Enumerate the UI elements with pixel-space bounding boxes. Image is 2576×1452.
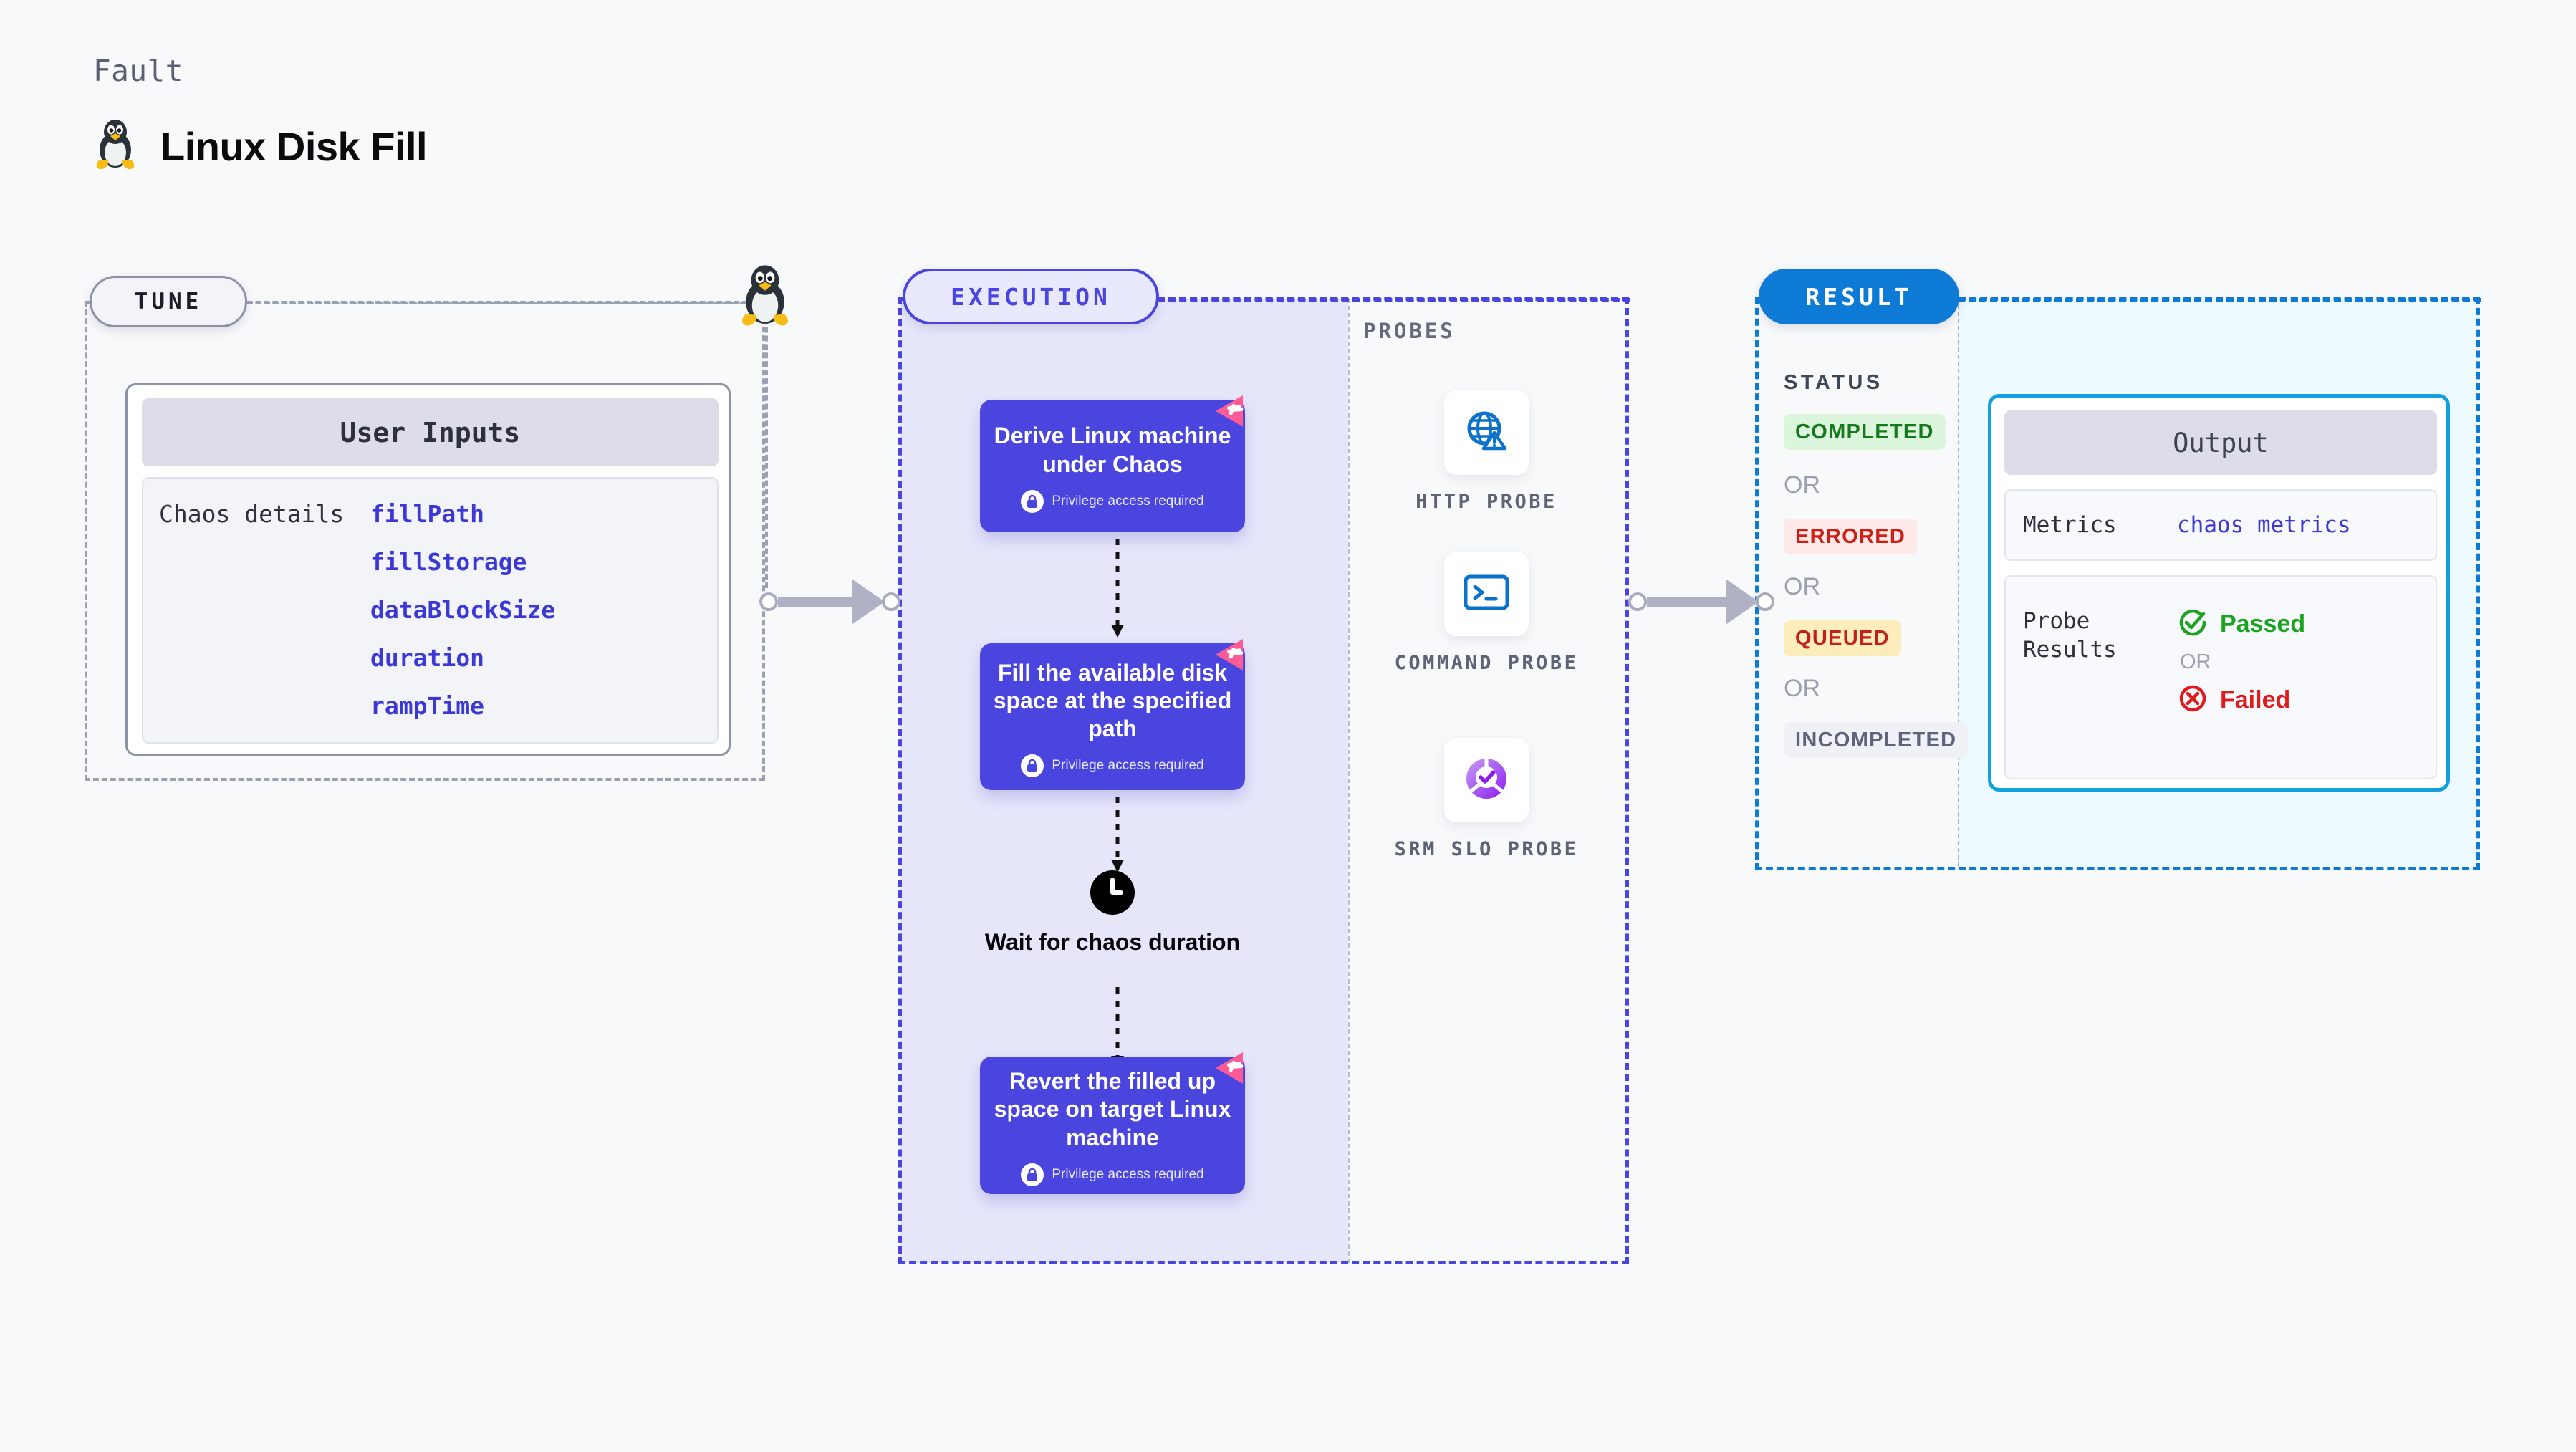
probe-result-or-label: OR	[2180, 650, 2211, 673]
user-inputs-card: User Inputs Chaos details fillPath fillS…	[125, 383, 731, 756]
privilege-note: Privilege access required	[1052, 1166, 1204, 1182]
connector-bar	[778, 597, 853, 607]
execution-step-card[interactable]: Fill the available disk space at the spe…	[980, 638, 1245, 790]
connector-start-dot	[759, 592, 778, 611]
step-title: Fill the available disk space at the spe…	[993, 659, 1232, 742]
step-arrow	[1108, 539, 1127, 643]
privilege-note: Privilege access required	[1052, 493, 1204, 509]
probe-result-failed: Failed	[2177, 683, 2305, 718]
step-arrow	[1108, 797, 1127, 878]
execution-step-card[interactable]: Revert the filled up space on target Lin…	[980, 1052, 1245, 1194]
linux-penguin-icon	[93, 118, 138, 175]
metrics-row: Metrics chaos metrics	[2004, 489, 2437, 561]
linux-penguin-icon	[738, 264, 792, 332]
probe-item-command[interactable]: COMMAND PROBE	[1383, 552, 1590, 676]
probe-results-values: Passed OR Failed	[2177, 607, 2305, 778]
result-top-line	[1958, 298, 2481, 302]
chaos-parameter-list: fillPath fillStorage dataBlockSize durat…	[370, 500, 555, 742]
tune-connector-line	[247, 302, 763, 304]
lock-icon	[1021, 489, 1044, 513]
page-eyebrow: Fault	[93, 54, 183, 88]
globe-warning-icon	[1463, 408, 1510, 458]
slo-donut-check-icon	[1461, 754, 1512, 807]
probes-title: PROBES	[1363, 319, 1456, 343]
probe-label: SRM SLO PROBE	[1394, 838, 1579, 860]
user-inputs-title: User Inputs	[142, 398, 719, 466]
execution-stage-pill[interactable]: EXECUTION	[903, 269, 1159, 324]
chaos-ribbon-icon	[1213, 1044, 1256, 1087]
connector-bar	[1647, 597, 1727, 607]
tune-connector-line-vertical	[765, 302, 768, 588]
privilege-note-row: Privilege access required	[1021, 1163, 1204, 1186]
output-title: Output	[2004, 410, 2437, 475]
clock-icon	[1090, 870, 1135, 918]
connector-start-dot	[1628, 592, 1647, 611]
x-circle-icon	[2177, 683, 2209, 718]
step-title: Derive Linux machine under Chaos	[994, 423, 1231, 477]
param-duration[interactable]: duration	[370, 644, 484, 672]
status-or-label: OR	[1784, 675, 1820, 702]
check-circle-icon	[2177, 607, 2209, 642]
probe-item-http[interactable]: HTTP PROBE	[1383, 390, 1590, 515]
probe-label: HTTP PROBE	[1416, 491, 1557, 513]
probe-results-row: Probe Results Passed OR	[2004, 575, 2437, 779]
param-ramptime[interactable]: rampTime	[370, 692, 484, 720]
probe-tile	[1444, 552, 1529, 636]
status-badge-incompleted: INCOMPLETED	[1784, 722, 1969, 758]
privilege-note-row: Privilege access required	[1021, 489, 1204, 513]
probe-result-passed: Passed	[2177, 607, 2305, 642]
status-or-label: OR	[1784, 471, 1820, 499]
status-badge-queued: QUEUED	[1784, 620, 1901, 656]
connector-tune-to-execution	[759, 579, 900, 625]
wait-for-chaos-duration-node: Wait for chaos duration	[980, 870, 1245, 956]
chaos-details-body: Chaos details fillPath fillStorage dataB…	[142, 477, 719, 744]
status-badge-completed: COMPLETED	[1784, 414, 1946, 450]
status-title: STATUS	[1784, 371, 1883, 394]
result-stage-pill[interactable]: RESULT	[1759, 269, 1959, 324]
failed-label: Failed	[2220, 686, 2291, 713]
probe-label: COMMAND PROBE	[1394, 652, 1579, 674]
execution-step-card[interactable]: Derive Linux machine under Chaos Privile…	[980, 395, 1245, 532]
chaos-ribbon-icon	[1213, 631, 1256, 674]
page-title: Linux Disk Fill	[160, 124, 428, 169]
probe-tile	[1444, 390, 1529, 475]
connector-end-dot	[882, 592, 900, 611]
privilege-note-row: Privilege access required	[1021, 754, 1204, 778]
passed-label: Passed	[2220, 610, 2306, 638]
privilege-note: Privilege access required	[1052, 758, 1204, 774]
probe-item-srm-slo[interactable]: SRM SLO PROBE	[1383, 738, 1590, 862]
lock-icon	[1021, 754, 1044, 778]
page-title-row: Linux Disk Fill	[93, 118, 428, 175]
terminal-icon	[1463, 572, 1510, 616]
output-card: Output Metrics chaos metrics Probe Resul…	[1988, 394, 2450, 792]
tune-stage-pill[interactable]: TUNE	[90, 276, 247, 327]
connector-end-dot	[1756, 592, 1774, 611]
status-badge-errored: ERRORED	[1784, 519, 1918, 554]
execution-top-line	[1158, 298, 1630, 302]
metrics-value-link[interactable]: chaos metrics	[2177, 512, 2351, 538]
chaos-details-label: Chaos details	[159, 500, 345, 528]
param-fillstorage[interactable]: fillStorage	[370, 548, 527, 576]
result-column-divider	[1958, 304, 1959, 867]
lock-icon	[1021, 1163, 1044, 1186]
wait-node-label: Wait for chaos duration	[984, 929, 1241, 955]
connector-arrowhead	[1726, 579, 1759, 625]
probe-tile	[1444, 738, 1529, 822]
probe-results-key: Probe Results	[2023, 608, 2117, 663]
param-fillpath[interactable]: fillPath	[370, 500, 484, 528]
chaos-ribbon-icon	[1213, 388, 1256, 431]
metrics-key: Metrics	[2023, 511, 2117, 538]
connector-arrowhead	[852, 579, 885, 625]
status-or-label: OR	[1784, 573, 1820, 600]
step-title: Revert the filled up space on target Lin…	[994, 1068, 1231, 1150]
param-datablocksize[interactable]: dataBlockSize	[370, 596, 556, 624]
connector-execution-to-result	[1628, 579, 1774, 625]
